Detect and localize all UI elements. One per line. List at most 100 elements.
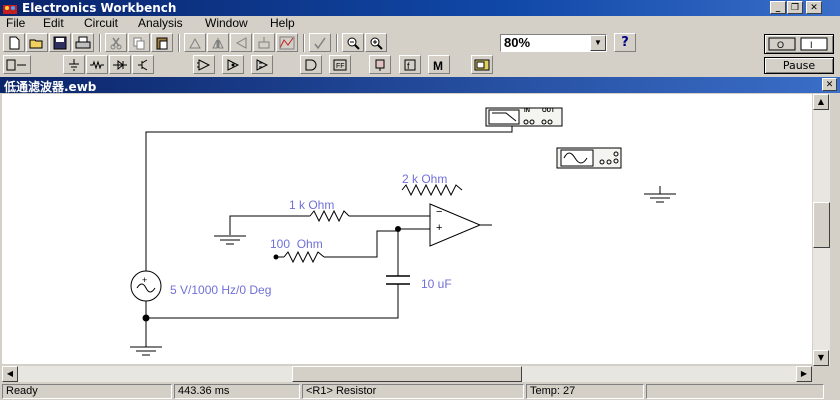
zoom-out-button[interactable] xyxy=(342,33,364,52)
resistor-r2 xyxy=(283,250,325,264)
menu-bar: File Edit Circuit Analysis Window Help xyxy=(0,16,840,32)
chevron-down-icon[interactable]: ▼ xyxy=(590,35,606,51)
check-graph-icon xyxy=(314,37,326,49)
save-button[interactable] xyxy=(49,33,71,52)
paste-clipboard-icon xyxy=(156,37,168,49)
wire-r1-left xyxy=(229,215,310,235)
controls-icon: f xyxy=(404,59,416,71)
rotate-button[interactable] xyxy=(184,33,206,52)
bode-in-label: IN xyxy=(524,108,530,114)
analog-ic-icon xyxy=(197,58,211,71)
oscilloscope xyxy=(556,147,622,169)
analog-ic-bin-button[interactable] xyxy=(193,55,215,74)
print-button[interactable] xyxy=(72,33,94,52)
new-file-button[interactable] xyxy=(3,33,25,52)
status-time: 443.36 ms xyxy=(174,384,300,399)
opamp-minus-label: − xyxy=(436,206,443,218)
capacitor-c1 xyxy=(386,275,410,285)
transistors-bin-button[interactable] xyxy=(132,55,154,74)
diode-icon xyxy=(113,59,127,70)
zoom-select[interactable]: 80% ▼ xyxy=(500,34,607,52)
pause-button[interactable]: Pause xyxy=(764,57,834,74)
subcircuit-icon xyxy=(279,36,295,49)
menu-help[interactable]: Help xyxy=(270,16,295,30)
favorites-icon xyxy=(6,59,26,70)
ground-r1 xyxy=(214,235,246,245)
help-label: ? xyxy=(621,35,629,50)
document-title-bar: 低通滤波器.ewb ✕ xyxy=(0,77,840,94)
flip-horizontal-button[interactable] xyxy=(207,33,229,52)
zoom-in-icon xyxy=(370,37,383,50)
logic-gates-bin-button[interactable] xyxy=(300,55,322,74)
power-switch[interactable]: O I xyxy=(764,34,834,54)
circuit-canvas[interactable]: + 2 k Ohm 1 k Ohm 100 Ohm 10 uF 5 V/1000… xyxy=(2,94,812,364)
opamp-plus-label: + xyxy=(436,222,443,234)
label-r-feedback: 2 k Ohm xyxy=(402,172,448,186)
indicators-bin-button[interactable] xyxy=(369,55,391,74)
app-title: Electronics Workbench xyxy=(22,1,177,15)
component-properties-icon xyxy=(258,36,270,48)
open-button[interactable] xyxy=(26,33,48,52)
horizontal-scroll-thumb[interactable] xyxy=(292,366,522,382)
indicator-lamp-icon xyxy=(375,59,385,71)
ac-source xyxy=(130,270,162,302)
digital-ic-icon xyxy=(256,58,269,71)
mixed-ic-bin-button[interactable] xyxy=(222,55,244,74)
zoom-value: 80% xyxy=(504,35,531,50)
scroll-left-icon[interactable]: ◀ xyxy=(2,366,18,382)
vertical-scroll-thumb[interactable] xyxy=(813,202,830,248)
label-source: 5 V/1000 Hz/0 Deg xyxy=(170,283,272,297)
menu-circuit[interactable]: Circuit xyxy=(84,16,119,30)
cut-button[interactable] xyxy=(105,33,127,52)
help-button[interactable]: ? xyxy=(614,33,636,52)
status-temp: Temp: 27 xyxy=(526,384,644,399)
copy-button[interactable] xyxy=(128,33,150,52)
document-close-button[interactable]: ✕ xyxy=(822,78,837,91)
app-icon xyxy=(3,5,17,14)
vertical-scrollbar[interactable]: ▲ ▼ xyxy=(813,94,830,366)
menu-window[interactable]: Window xyxy=(205,16,248,30)
digital-bin-button[interactable]: FF xyxy=(329,55,351,74)
sources-bin-button[interactable] xyxy=(63,55,85,74)
minimize-button[interactable]: _ xyxy=(770,1,786,14)
restore-button[interactable]: ❐ xyxy=(787,1,803,14)
document-title: 低通滤波器.ewb xyxy=(4,80,97,94)
instruments-bin-button[interactable] xyxy=(471,55,493,74)
digital-ic-bin-button[interactable] xyxy=(251,55,273,74)
create-subcircuit-button[interactable] xyxy=(276,33,298,52)
flip-vertical-button[interactable] xyxy=(230,33,252,52)
scroll-down-icon[interactable]: ▼ xyxy=(813,350,829,366)
zoom-out-icon xyxy=(347,37,360,50)
scroll-right-icon[interactable]: ▶ xyxy=(796,366,812,382)
opamp xyxy=(429,203,482,247)
main-toolbar: ? xyxy=(0,33,760,53)
ground-source xyxy=(130,346,162,356)
favorites-bin-button[interactable] xyxy=(3,55,31,74)
basic-resistor-icon xyxy=(90,59,104,70)
open-folder-icon xyxy=(29,39,43,48)
scroll-up-icon[interactable]: ▲ xyxy=(813,94,829,110)
logic-gate-icon xyxy=(305,59,317,70)
horizontal-scrollbar[interactable]: ◀ ▶ xyxy=(2,366,812,382)
zoom-in-button[interactable] xyxy=(365,33,387,52)
resistor-r1 xyxy=(309,209,350,223)
status-empty xyxy=(646,384,824,399)
close-button[interactable]: ✕ xyxy=(806,1,822,14)
paste-button[interactable] xyxy=(151,33,173,52)
flip-vertical-icon xyxy=(235,36,247,49)
power-switch-icon: O I xyxy=(768,37,828,51)
controls-bin-button[interactable]: f xyxy=(399,55,421,74)
svg-text:O: O xyxy=(777,40,784,50)
menu-edit[interactable]: Edit xyxy=(43,16,64,30)
app-title-bar: Electronics Workbench _ ❐ ✕ xyxy=(0,0,840,16)
diodes-bin-button[interactable] xyxy=(109,55,131,74)
graphs-button[interactable] xyxy=(309,33,331,52)
basic-bin-button[interactable] xyxy=(86,55,108,74)
menu-file[interactable]: File xyxy=(6,16,26,30)
component-properties-button[interactable] xyxy=(253,33,275,52)
mixed-ic-icon xyxy=(227,58,240,71)
menu-analysis[interactable]: Analysis xyxy=(138,16,183,30)
misc-bin-button[interactable]: M xyxy=(428,55,450,74)
junction-r2 xyxy=(273,254,279,260)
save-disk-icon xyxy=(53,36,67,49)
